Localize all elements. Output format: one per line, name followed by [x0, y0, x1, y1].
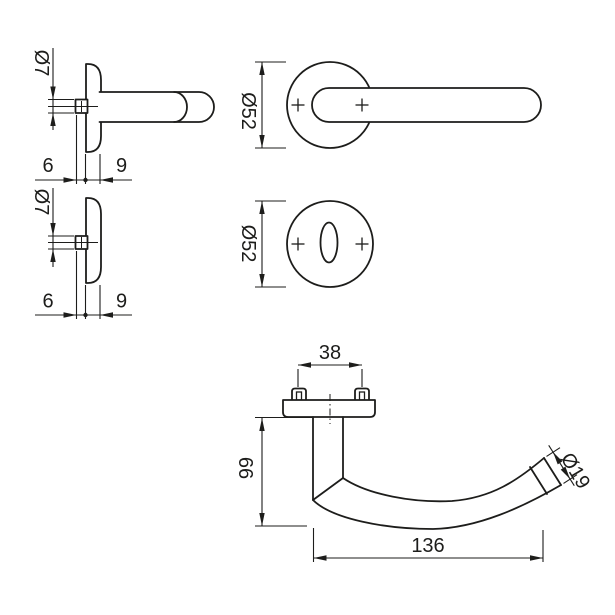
arrowhead [259, 418, 265, 431]
arrowhead [100, 177, 113, 183]
dim-length: 136 [312, 528, 544, 562]
dim-label-gap: 6 [42, 155, 53, 177]
dim-label-length: 136 [411, 535, 444, 557]
dim-screw-spacing: 38 [297, 342, 363, 387]
key-rose-side-view: Ø7 6 9 [30, 188, 132, 319]
keyhole-slot [319, 221, 339, 264]
dim-spindle-dia: Ø7 [30, 188, 74, 267]
dim-dot [83, 312, 88, 318]
dim-label-grip-dia: Ø19 [556, 449, 594, 493]
dim-rose-dia: Ø52 [237, 200, 286, 288]
arrowhead [50, 249, 56, 262]
lever-handle-top-view: 38 66 136 Ø19 [234, 342, 594, 562]
arrowhead [349, 362, 362, 368]
lever-grip-outline [312, 416, 562, 530]
arrowhead [259, 201, 265, 214]
dim-label-spindle-dia: Ø7 [30, 189, 52, 216]
key-rose-front-view: Ø52 [237, 200, 374, 288]
dim-rose-depth: 6 9 [35, 251, 132, 319]
rose-circle [286, 200, 374, 288]
arrowhead [50, 113, 56, 126]
dim-label-rose-dia: Ø52 [237, 92, 259, 130]
arrowhead [298, 362, 311, 368]
lever-bend-line [173, 91, 188, 123]
screw-lug-left-inner [295, 391, 303, 401]
dim-spindle-dia: Ø7 [30, 48, 74, 130]
arrowhead [50, 86, 56, 100]
rose-plate-top [282, 399, 376, 418]
arrowhead [50, 223, 56, 236]
arrowhead [63, 312, 77, 318]
dim-label-height: 66 [234, 457, 256, 479]
lever-rose-front-view: Ø52 [237, 61, 542, 149]
dim-rose-dia: Ø52 [237, 61, 286, 149]
arrowhead [63, 177, 77, 183]
arrowhead [259, 62, 265, 75]
rose-side-profile [85, 197, 102, 284]
arrowhead [560, 466, 570, 479]
dim-label-screw-spacing: 38 [319, 342, 341, 364]
arrowhead [313, 555, 327, 561]
dim-label-spindle-dia: Ø7 [30, 50, 52, 77]
lever-front-outline [311, 87, 542, 123]
dim-label-gap: 6 [42, 291, 53, 313]
dim-label-thickness: 9 [116, 155, 127, 177]
dim-label-rose-dia: Ø52 [237, 225, 259, 263]
arrowhead [530, 555, 543, 561]
lever-side-outline [98, 91, 215, 123]
screw-lug-right-inner [358, 391, 366, 401]
screw-cross-marks [291, 98, 369, 112]
arrowhead [259, 274, 265, 287]
grip-joint-line [529, 466, 548, 495]
arrowhead [259, 135, 265, 148]
screw-cross-marks [291, 237, 369, 251]
grip-end-face [543, 457, 562, 486]
lever-rose-side-view: Ø7 6 9 [30, 48, 215, 184]
lever-neck-mask [99, 92, 214, 122]
dim-dot [83, 177, 88, 183]
dim-grip-dia: Ø19 [546, 445, 594, 493]
rose-side-profile [85, 63, 102, 153]
arrowhead [259, 513, 265, 526]
dim-rose-depth: 6 9 [35, 115, 132, 184]
dim-height: 66 [234, 416, 312, 527]
dim-label-thickness: 9 [116, 291, 127, 313]
arrowhead [100, 312, 113, 318]
screw-lug-left [291, 387, 307, 401]
arrowhead [553, 452, 563, 465]
screw-lug-right [354, 387, 370, 401]
